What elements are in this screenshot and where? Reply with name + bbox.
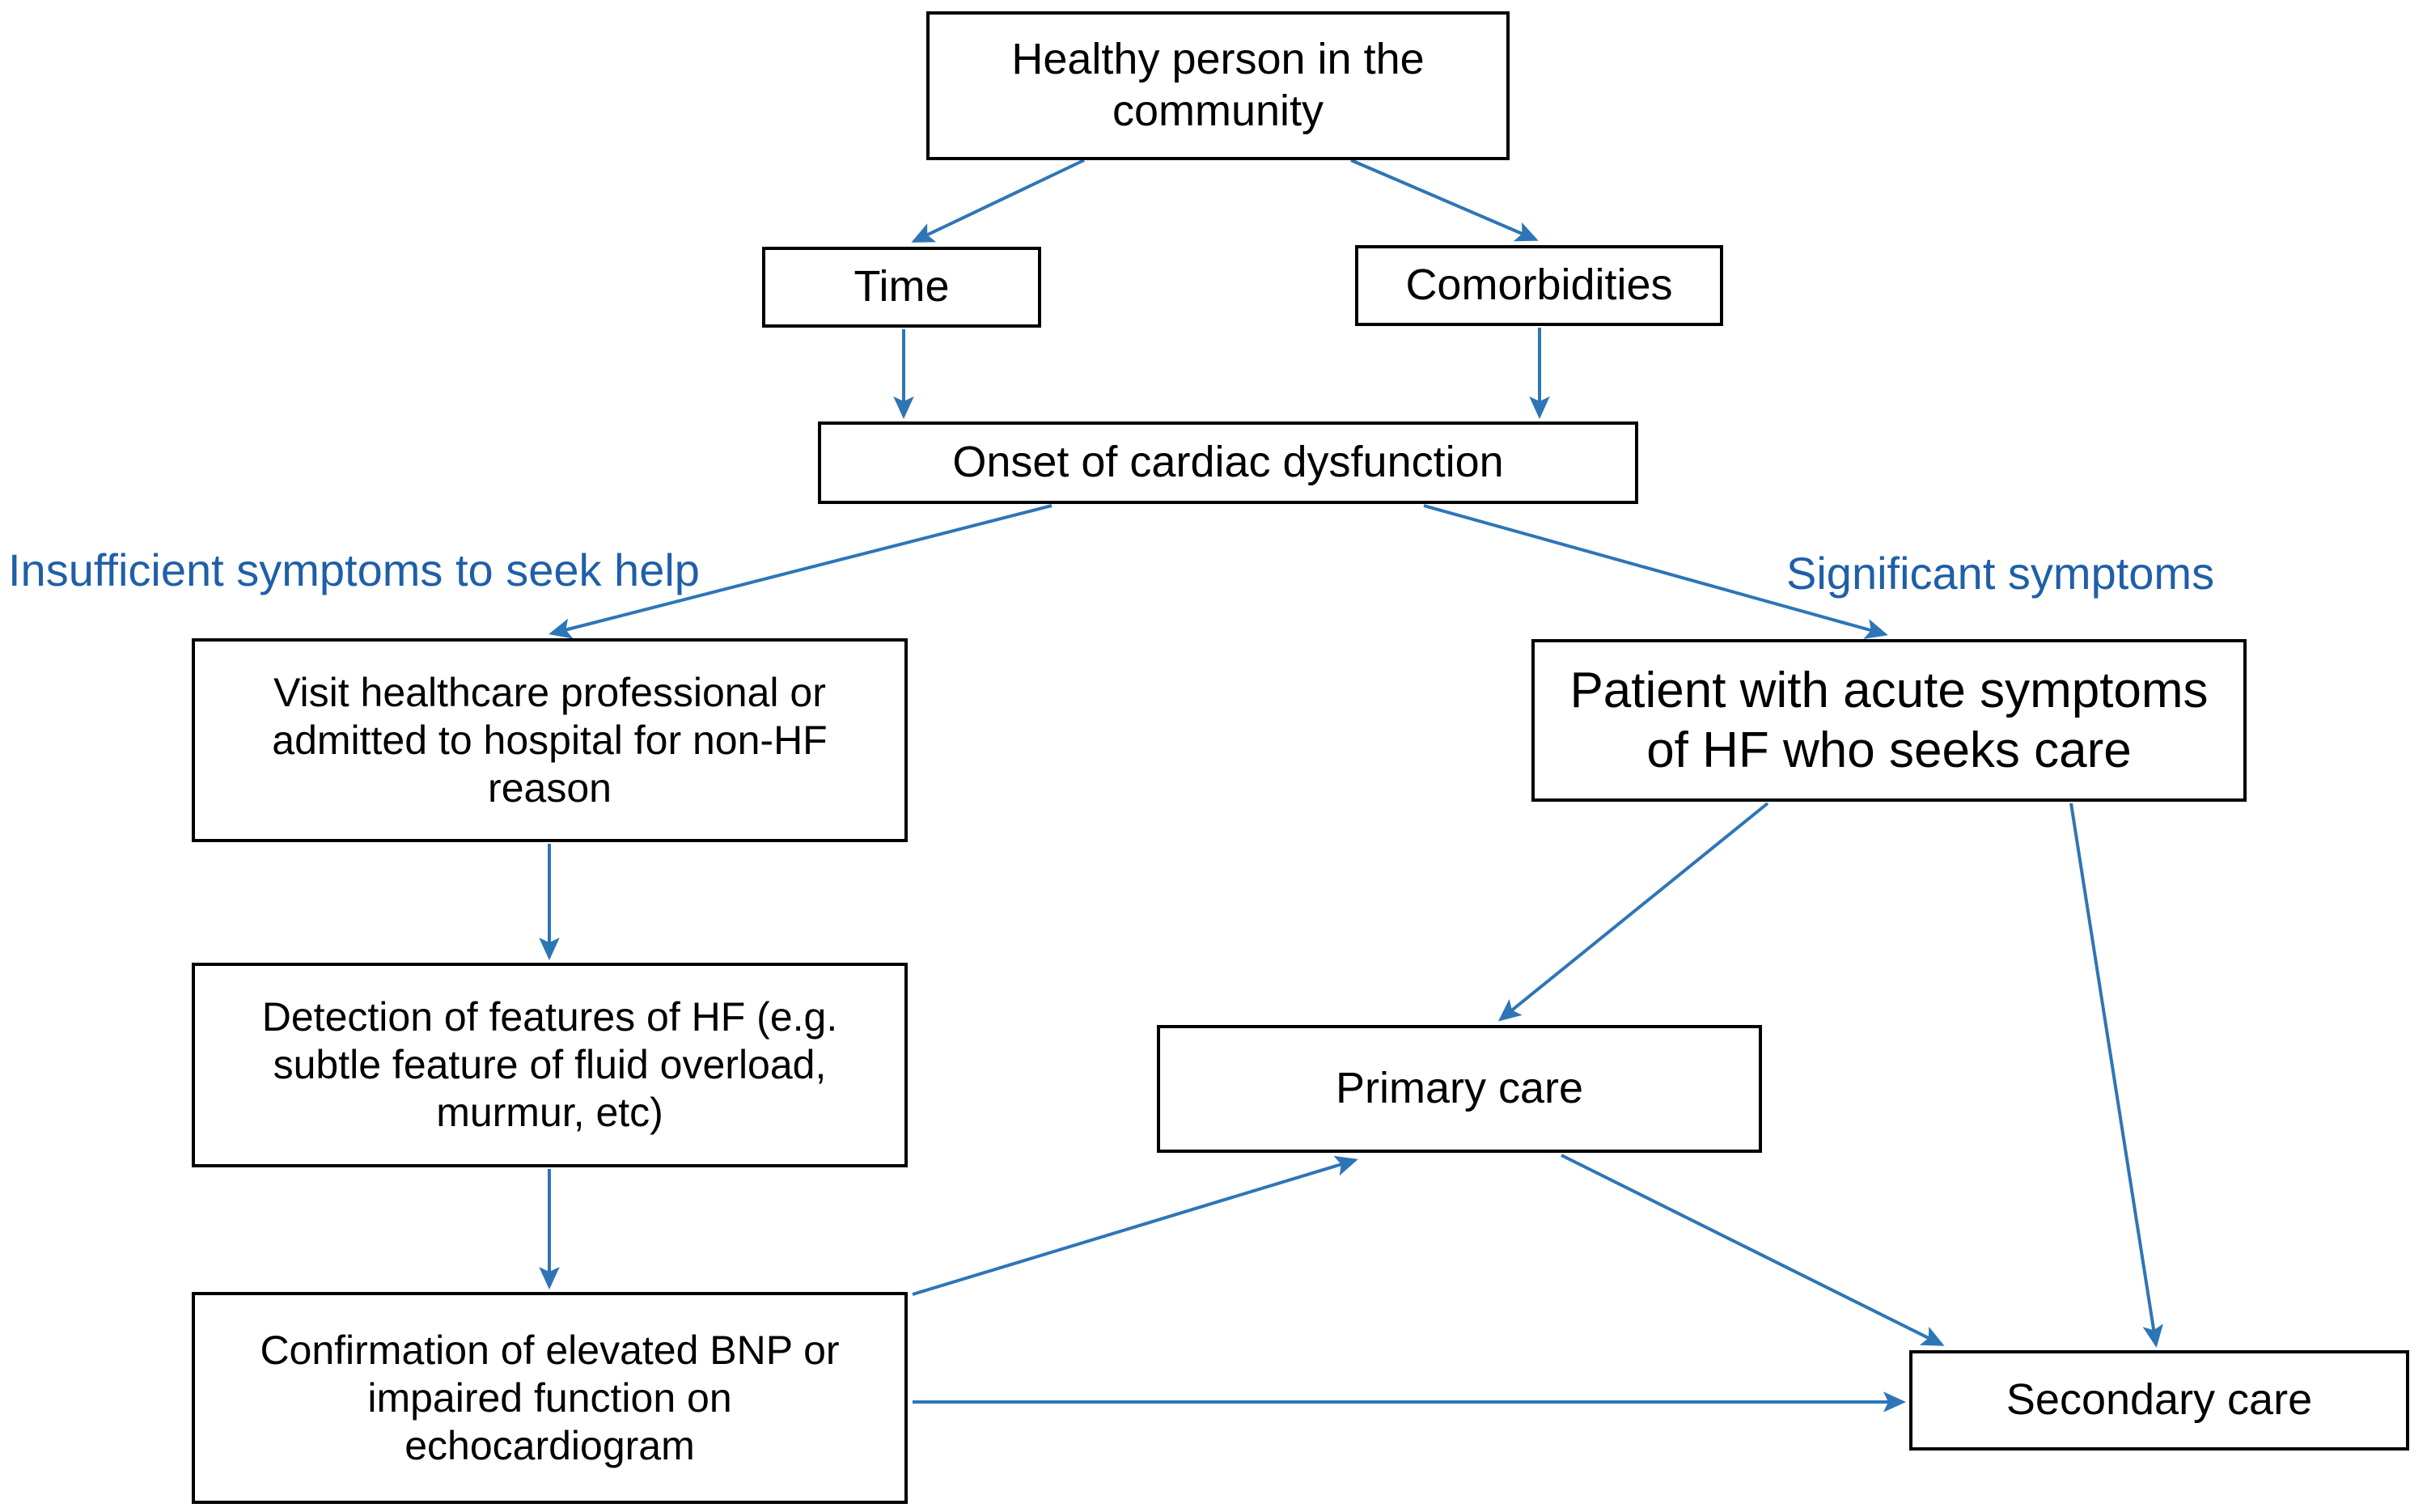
node-comorbidities[interactable]: Comorbidities <box>1355 245 1723 326</box>
edge-confirmation-to-primary <box>912 1155 1358 1296</box>
node-confirmation-bnp[interactable]: Confirmation of elevated BNP or impaired… <box>192 1292 908 1504</box>
node-secondary-care[interactable]: Secondary care <box>1909 1350 2409 1451</box>
node-healthy-person[interactable]: Healthy person in the community <box>926 11 1510 160</box>
node-detection-features-hf[interactable]: Detection of features of HF (e.g. subtle… <box>192 963 908 1167</box>
edge-label-significant-symptoms: Significant symptoms <box>1786 548 2215 599</box>
node-visit-healthcare-professional[interactable]: Visit healthcare professional or admitte… <box>192 638 908 842</box>
node-label-time: Time <box>853 262 950 311</box>
node-onset-cardiac-dysfunction[interactable]: Onset of cardiac dysfunction <box>818 421 1638 504</box>
node-patient-acute-symptoms[interactable]: Patient with acute symptoms of HF who se… <box>1531 639 2247 802</box>
edge-patient-to-primary <box>1497 802 1769 1022</box>
node-label-visit-healthcare-professional: Visit healthcare professional or admitte… <box>272 669 828 811</box>
node-time[interactable]: Time <box>762 247 1041 328</box>
node-label-secondary-care: Secondary care <box>2006 1375 2313 1425</box>
edge-onset-to-patient <box>1423 504 1888 639</box>
edge-label-insufficient-symptoms: Insufficient symptoms to seek help <box>8 544 700 595</box>
node-label-patient-acute-symptoms: Patient with acute symptoms of HF who se… <box>1569 663 2209 778</box>
edge-healthy-to-comorbidities <box>1350 159 1539 242</box>
node-label-onset-cardiac-dysfunction: Onset of cardiac dysfunction <box>952 438 1504 487</box>
node-label-detection-features-hf: Detection of features of HF (e.g. subtle… <box>261 994 838 1135</box>
edge-healthy-to-time <box>911 159 1085 243</box>
node-label-primary-care: Primary care <box>1335 1064 1584 1113</box>
edge-onset-to-visit <box>549 504 1053 639</box>
node-label-confirmation-bnp: Confirmation of elevated BNP or impaired… <box>260 1327 840 1468</box>
node-label-comorbidities: Comorbidities <box>1405 260 1673 310</box>
node-label-healthy-person: Healthy person in the community <box>1011 35 1425 135</box>
edge-primary-to-secondary <box>1561 1154 1945 1346</box>
node-primary-care[interactable]: Primary care <box>1157 1025 1762 1153</box>
edge-patient-to-secondary <box>2069 803 2163 1348</box>
